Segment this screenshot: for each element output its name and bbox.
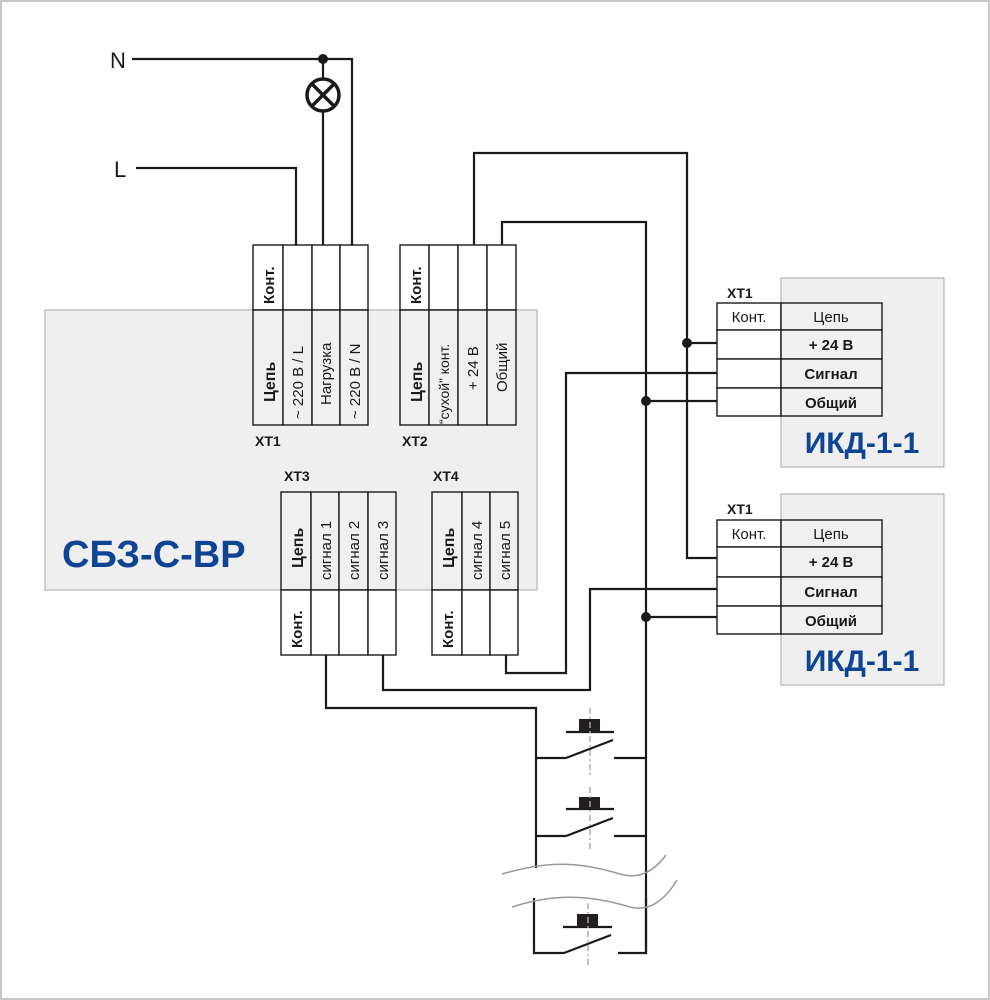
sensor-1-terminal-label: XT1	[727, 285, 753, 301]
sensor-2-terminal-label: XT1	[727, 501, 753, 517]
terminal-xt3: Цепь сигнал 1 сигнал 2 сигнал 3 Конт. XT…	[280, 468, 397, 656]
line-label: L	[114, 157, 126, 182]
xt2-circuit-3: Общий	[494, 343, 511, 392]
junction-dot	[318, 54, 328, 64]
xt2-tsep-header: Цепь	[409, 362, 426, 402]
wire-plus24v	[472, 151, 717, 560]
sensor-2-kont-header: Конт.	[732, 526, 767, 543]
xt2-label: XT2	[402, 433, 428, 449]
sensor-1-circuit-2: Сигнал	[804, 366, 857, 383]
terminal-xt2: Конт. Цепь “сухой” конт. + 24 В Общий XT…	[399, 244, 517, 449]
wire-signal-3	[381, 587, 717, 692]
junction-dot	[682, 338, 692, 348]
sensor-2-circuit-1: + 24 В	[809, 554, 854, 571]
xt3-circuit-3: сигнал 3	[375, 521, 392, 580]
sensor-2-tsep-header: Цепь	[813, 526, 849, 543]
xt2-circuit-1: “сухой” конт.	[436, 344, 452, 424]
sensor-2-name: ИКД-1-1	[805, 645, 920, 678]
xt4-tsep-header: Цепь	[441, 528, 458, 568]
junction-dot	[641, 396, 651, 406]
xt1-tsep-header: Цепь	[262, 362, 279, 402]
xt1-circuit-2: Нагрузка	[318, 342, 335, 405]
xt1-circuit-1: ~ 220 В / L	[290, 346, 307, 419]
sensor-1-name: ИКД-1-1	[805, 427, 920, 460]
junction-dot	[641, 612, 651, 622]
xt3-kont-header: Конт.	[289, 610, 306, 648]
sensor-2-terminal: XT1 Конт. Цепь + 24 В Сигнал Общий	[716, 501, 883, 635]
sensor-1-circuit-3: Общий	[805, 395, 857, 412]
wire-line	[136, 166, 298, 245]
wire-neutral	[132, 57, 354, 245]
wire-common	[500, 220, 648, 953]
xt2-circuit-2: + 24 В	[465, 346, 482, 390]
xt3-circuit-1: сигнал 1	[318, 521, 335, 580]
neutral-label: N	[110, 48, 126, 73]
xt1-kont-header: Конт.	[261, 266, 278, 304]
xt1-circuit-3: ~ 220 В / N	[347, 344, 364, 419]
xt4-circuit-1: сигнал 4	[469, 521, 486, 580]
sensor-1-tsep-header: Цепь	[813, 309, 849, 326]
sensor-1-kont-header: Конт.	[732, 309, 767, 326]
wire-signal-1	[324, 655, 538, 868]
xt4-label: XT4	[433, 468, 459, 484]
push-button-icon	[536, 708, 646, 776]
break-symbol	[501, 854, 678, 909]
xt3-tsep-header: Цепь	[290, 528, 307, 568]
xt3-circuit-2: сигнал 2	[346, 521, 363, 580]
xt3-label: XT3	[284, 468, 310, 484]
xt2-kont-header: Конт.	[408, 266, 425, 304]
xt4-circuit-2: сигнал 5	[497, 521, 514, 580]
sensor-1-circuit-1: + 24 В	[809, 337, 854, 354]
main-device-name: СБЗ-С-ВР	[62, 534, 246, 576]
lamp-icon	[305, 77, 341, 113]
sensor-2-circuit-3: Общий	[805, 613, 857, 630]
sensor-1-terminal: XT1 Конт. Цепь + 24 В Сигнал Общий	[716, 285, 883, 417]
push-button-icon	[532, 898, 648, 966]
xt1-label: XT1	[255, 433, 281, 449]
sensor-2-circuit-2: Сигнал	[804, 584, 857, 601]
wire-signal-5	[504, 371, 717, 675]
terminal-xt4: Цепь сигнал 4 сигнал 5 Конт. XT4	[431, 468, 519, 656]
push-button-icon	[536, 787, 646, 852]
terminal-xt1: Конт. Цепь ~ 220 В / L Нагрузка ~ 220 В …	[252, 244, 369, 449]
xt4-kont-header: Конт.	[440, 610, 457, 648]
